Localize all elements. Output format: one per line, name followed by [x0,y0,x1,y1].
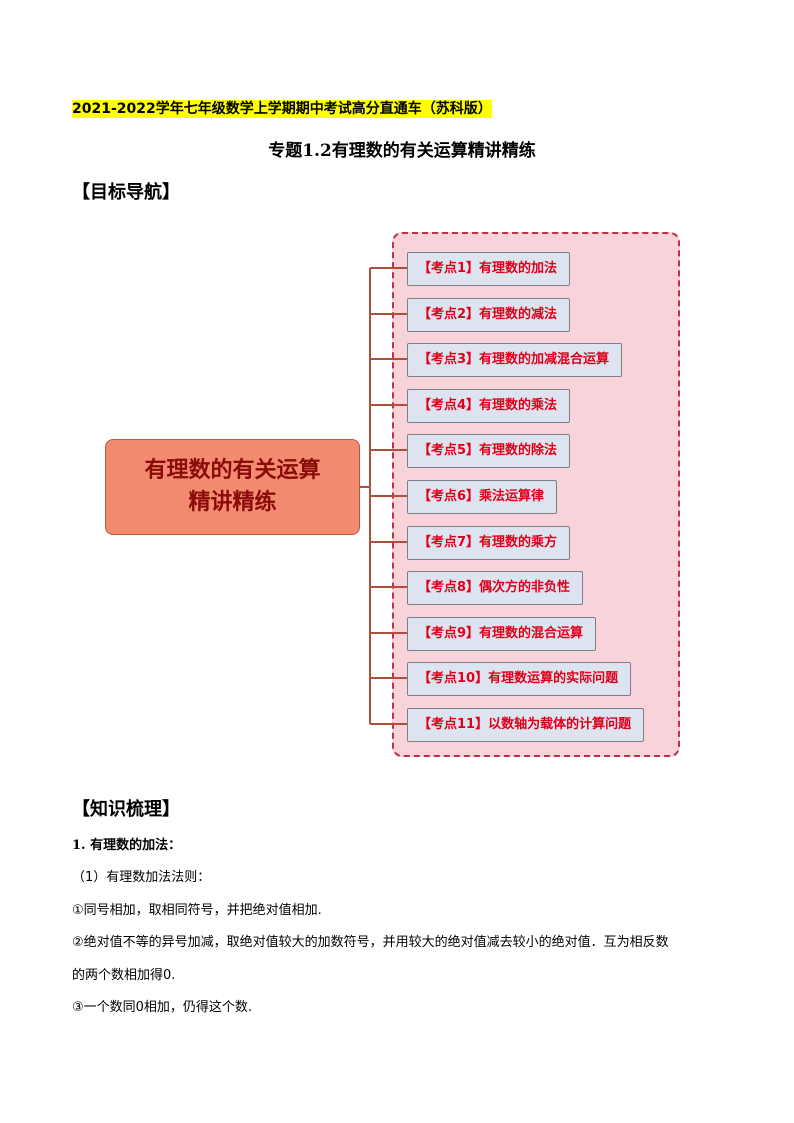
mindmap-branch [370,540,407,543]
mindmap-branch [370,495,407,497]
mindmap-branch [370,723,407,725]
mindmap-connector [358,486,370,488]
mindmap-item: 【考点2】有理数的减法 [407,297,571,332]
section-nav-heading: 【目标导航】 [72,182,180,203]
rule-heading: （1）有理数加法法则： [72,870,211,885]
mindmap-branch [370,631,407,634]
rule-line: ③一个数同0相加，仍得这个数. [72,1000,253,1015]
mindmap-branch [370,403,407,406]
mindmap-item: 【考点10】有理数运算的实际问题 [407,662,632,697]
mindmap-branch [370,586,407,589]
center-line-2: 精讲精练 [188,490,277,515]
mindmap-branch [370,267,407,269]
mindmap-item: 【考点9】有理数的混合运算 [407,616,597,651]
mindmap-item: 【考点4】有理数的乘法 [407,388,571,423]
mindmap-item: 【考点7】有理数的乘方 [407,525,571,560]
section-knowledge-heading: 【知识梳理】 [72,799,180,820]
mindmap-item: 【考点6】乘法运算律 [407,480,558,514]
topic-heading: 1. 有理数的加法： [72,838,182,853]
center-line-1: 有理数的有关运算 [144,458,321,483]
mindmap-branch [370,312,407,315]
mindmap-branch [370,677,407,680]
mindmap-branch [370,358,407,361]
rule-line: 的两个数相加得0. [72,968,176,983]
mindmap-center-node: 有理数的有关运算 精讲精练 [105,439,360,535]
rule-line: ①同号相加，取相同符号，并把绝对值相加. [72,903,322,918]
mindmap-item: 【考点5】有理数的除法 [407,434,571,469]
mindmap-item: 【考点8】偶次方的非负性 [407,571,584,606]
rule-line: ②绝对值不等的异号加减，取绝对值较大的加数符号，并用较大的绝对值减去较小的绝对值… [72,935,669,950]
mindmap-item: 【考点11】以数轴为载体的计算问题 [407,708,645,742]
mindmap-branch [370,449,407,452]
page-title: 专题1.2有理数的有关运算精讲精练 [268,141,536,161]
mindmap-item: 【考点1】有理数的加法 [407,252,571,286]
mindmap-item: 【考点3】有理数的加减混合运算 [407,343,623,378]
series-header: 2021-2022学年七年级数学上学期期中考试高分直通车（苏科版） [72,100,492,118]
